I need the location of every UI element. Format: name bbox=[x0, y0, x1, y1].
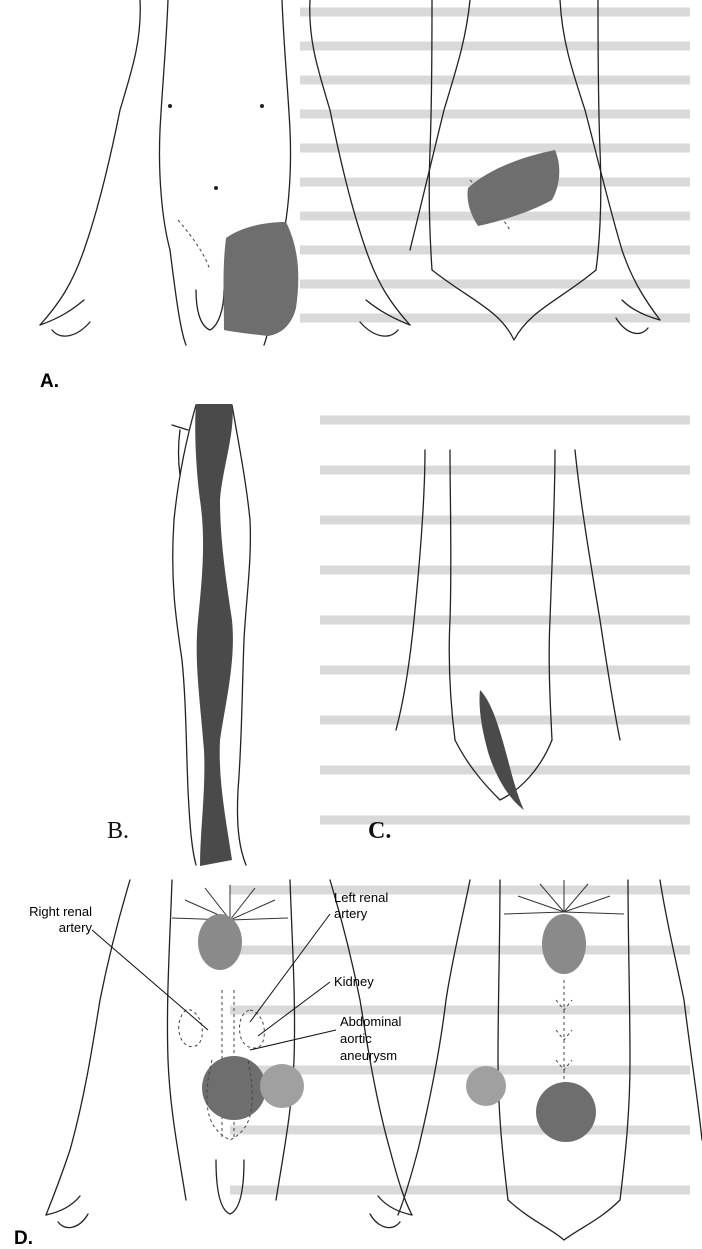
panel-d-left-kidney bbox=[239, 1010, 264, 1048]
panel-c-back-figure bbox=[396, 450, 620, 810]
right-renal-artery-label-line1: Right renal bbox=[29, 904, 92, 919]
panel-a-front-pain-region bbox=[224, 222, 299, 336]
aaa-label-line3: aneurysm bbox=[340, 1048, 397, 1063]
aaa-label-line1: Abdominal bbox=[340, 1014, 402, 1029]
panel-d-back-lower-referral-circle bbox=[536, 1082, 596, 1142]
panel-c-label: C. bbox=[368, 818, 391, 844]
left-renal-artery-label-line1: Left renal bbox=[334, 890, 388, 905]
aaa-label-line2: aortic bbox=[340, 1031, 372, 1046]
panel-c-pain-region bbox=[479, 690, 524, 810]
background-text-bleed bbox=[230, 12, 690, 1190]
panel-d-aneurysm-referral-circle bbox=[202, 1056, 266, 1120]
panel-a-back-figure bbox=[410, 0, 660, 340]
panel-d-front-upper-referral-circle bbox=[198, 914, 242, 970]
left-renal-artery-label-line2: artery bbox=[334, 906, 368, 921]
panel-a-label: A. bbox=[40, 371, 59, 392]
panel-d-label: D. bbox=[14, 1228, 33, 1249]
right-renal-artery-leader bbox=[92, 930, 208, 1030]
panel-b-label: B. bbox=[107, 818, 129, 844]
panel-d-back-lateral-referral-circle bbox=[466, 1066, 506, 1106]
panel-d-back-radiating-arrows bbox=[504, 880, 624, 914]
panel-d-back-upper-referral-circle bbox=[542, 914, 586, 974]
panel-b-leg bbox=[172, 404, 250, 866]
right-renal-artery-label-line2: artery bbox=[59, 920, 93, 935]
kidney-label: Kidney bbox=[334, 974, 374, 989]
panel-a-front-figure bbox=[40, 0, 410, 345]
panel-b-pain-region bbox=[195, 404, 233, 866]
panel-d-front-lateral-referral-circle bbox=[260, 1064, 304, 1108]
